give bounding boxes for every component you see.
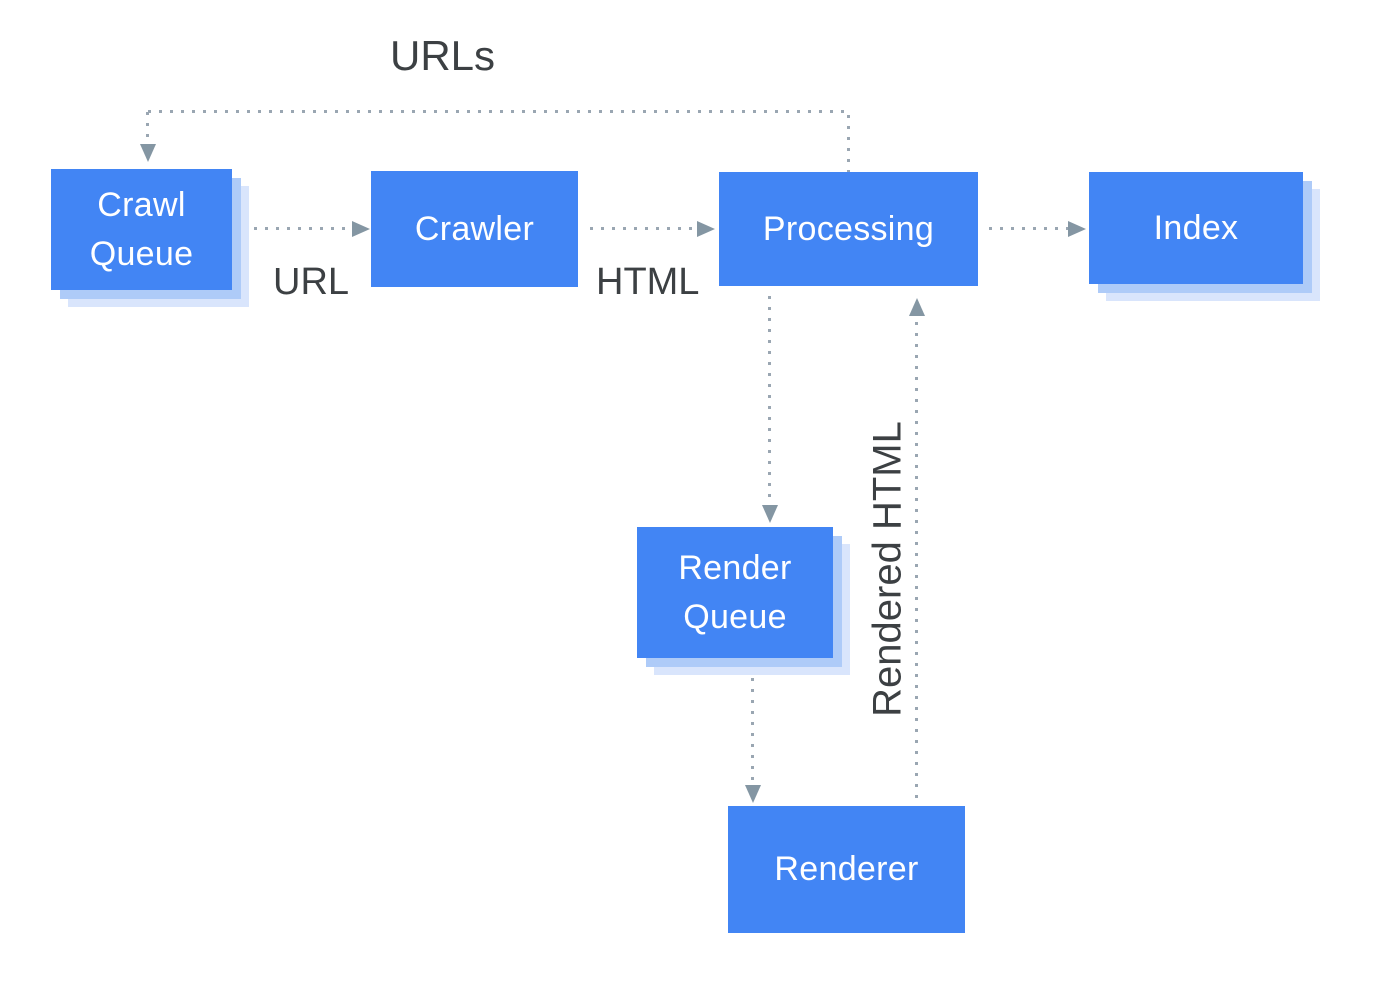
edge-label-url: URL xyxy=(273,261,350,303)
node-render-queue-label: Render Queue xyxy=(678,549,792,636)
arrowhead-down-into-renderer xyxy=(745,785,761,803)
edge-urls-left-vertical-segment xyxy=(146,112,149,146)
node-renderer: Renderer xyxy=(728,806,965,933)
node-renderer-label: Renderer xyxy=(774,850,919,889)
arrowhead-down-into-render-queue xyxy=(762,505,778,523)
edge-to-render-queue-segment xyxy=(768,296,771,505)
node-crawl-queue-label: Crawl Queue xyxy=(89,186,194,273)
edge-label-urls: URLs xyxy=(390,32,496,79)
edge-rendered-html-segment xyxy=(915,322,918,806)
node-index-label: Index xyxy=(1153,208,1239,247)
arrowhead-right-into-crawler xyxy=(352,221,370,237)
arrowhead-down-into-crawl-queue xyxy=(140,144,156,162)
edge-urls-horizontal-segment xyxy=(148,110,849,113)
node-crawler-label: Crawler xyxy=(414,209,535,248)
node-crawler: Crawler xyxy=(371,171,578,287)
node-processing-label: Processing xyxy=(762,209,935,248)
arrowhead-up-into-processing xyxy=(909,298,925,316)
node-processing: Processing xyxy=(719,172,978,286)
edge-label-rendered-html: Rendered HTML xyxy=(865,421,910,717)
edge-urls-right-vertical-segment xyxy=(847,115,850,172)
arrowhead-right-into-index xyxy=(1068,221,1086,237)
edge-html-segment xyxy=(590,227,697,230)
arrowhead-right-into-processing xyxy=(697,221,715,237)
node-crawl-queue: Crawl Queue xyxy=(51,169,232,290)
node-render-queue: Render Queue xyxy=(637,527,833,658)
edge-label-html: HTML xyxy=(596,261,700,303)
edge-to-index-segment xyxy=(989,227,1068,230)
node-index: Index xyxy=(1089,172,1303,284)
edge-to-renderer-segment xyxy=(751,678,754,785)
edge-url-segment xyxy=(243,227,352,230)
